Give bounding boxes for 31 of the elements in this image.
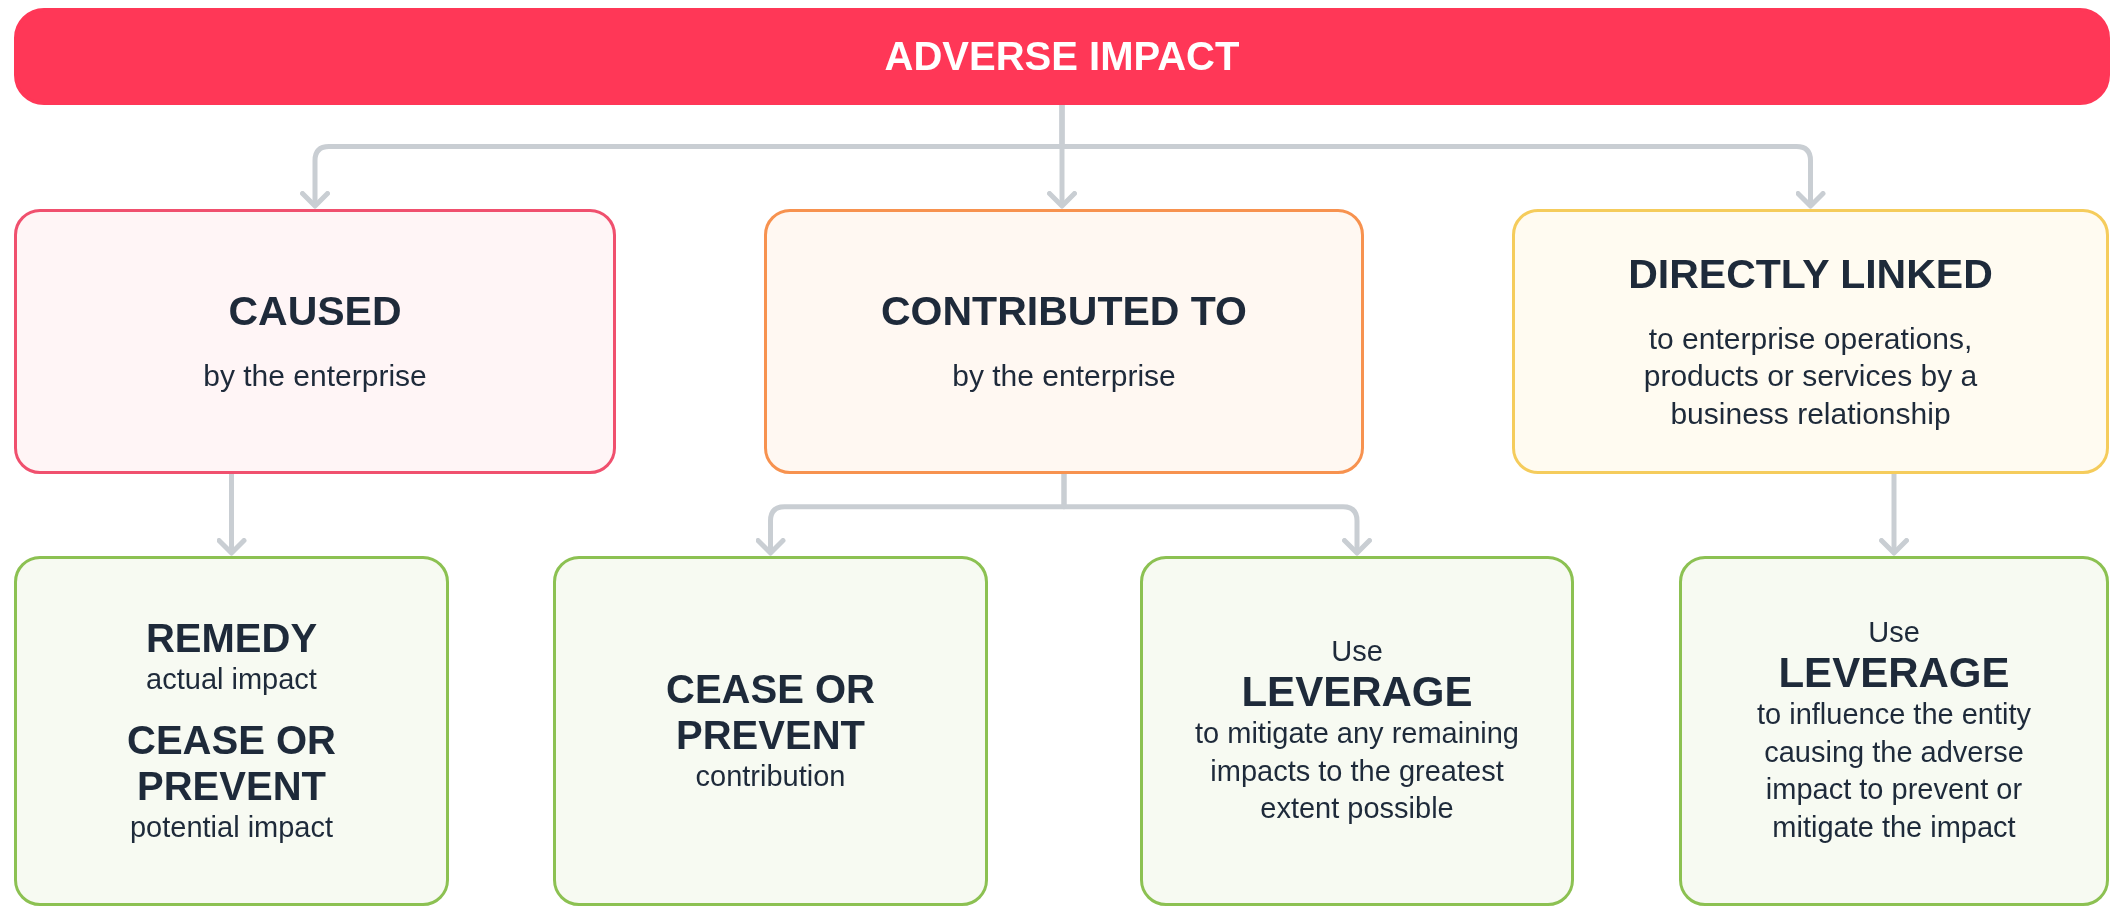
heading-text: REMEDY <box>145 615 318 662</box>
body-text: potential impact <box>129 810 334 845</box>
heading-text: CONTRIBUTED TO <box>881 288 1247 336</box>
category-box <box>764 209 1364 474</box>
action-box <box>553 556 988 906</box>
action-box <box>14 556 449 906</box>
heading-text: LEVERAGE <box>1778 649 2010 697</box>
arrow <box>1879 474 1909 556</box>
action-box <box>1679 556 2109 906</box>
arrow <box>216 474 247 556</box>
body-text: by the enterprise <box>203 358 427 395</box>
body-text: by the enterprise <box>952 358 1176 395</box>
body-text: Use <box>1331 633 1383 669</box>
body-text: contribution <box>695 759 846 795</box>
title-banner <box>14 8 2110 105</box>
action-box <box>1140 556 1574 906</box>
heading-text: CEASE OR PREVENT <box>665 666 876 759</box>
heading-text: DIRECTLY LINKED <box>1628 250 1993 298</box>
body-text: to enterprise operations, products or services by a business relationship <box>1642 320 1979 432</box>
body-text: actual impact <box>146 662 317 698</box>
arrow <box>1059 105 1826 209</box>
body-text: to influence the entity causing the adverse impact to prevent or mitigate the impact <box>1755 697 2033 846</box>
title-text: ADVERSE IMPACT <box>884 34 1240 79</box>
body-text: Use <box>1868 615 1920 650</box>
category-box <box>1512 209 2109 474</box>
arrow <box>1061 474 1372 556</box>
category-box <box>14 209 616 474</box>
heading-text: LEVERAGE <box>1241 668 1473 715</box>
body-text: to mitigate any remaining impacts to the greatest extent possible <box>1194 715 1520 827</box>
heading-text: CAUSED <box>228 288 402 336</box>
heading-text: CEASE OR PREVENT <box>126 717 337 809</box>
